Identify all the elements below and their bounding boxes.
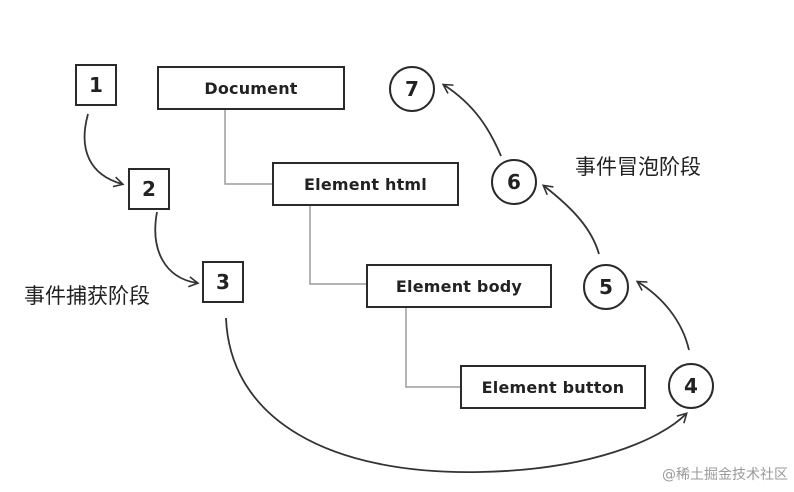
node-element-body: Element body xyxy=(366,264,552,308)
node-label: Element body xyxy=(395,276,523,296)
step-number: 7 xyxy=(405,77,419,101)
capture-phase-label: 事件捕获阶段 xyxy=(24,284,150,308)
step-number: 3 xyxy=(216,270,230,294)
bubble-step-7: 7 xyxy=(389,66,435,112)
bubble-step-5: 5 xyxy=(583,264,629,310)
capture-step-1: 1 xyxy=(75,64,117,106)
node-element-html: Element html xyxy=(272,162,459,206)
watermark: @稀土掘金技术社区 xyxy=(662,467,788,483)
node-label: Element button xyxy=(481,377,625,397)
node-label: Document xyxy=(204,78,298,98)
capture-step-2: 2 xyxy=(128,168,170,210)
arrow-6-to-7 xyxy=(441,83,502,157)
node-element-button: Element button xyxy=(460,365,646,409)
arrow-2-to-3 xyxy=(154,211,200,288)
arrow-4-to-5 xyxy=(635,280,690,351)
step-number: 2 xyxy=(142,177,156,201)
arrow-3-to-4 xyxy=(225,317,688,473)
step-number: 4 xyxy=(684,374,698,398)
capture-step-3: 3 xyxy=(202,261,244,303)
tree-line-html-body xyxy=(309,206,366,285)
arrow-1-to-2 xyxy=(83,113,125,188)
tree-line-document-html xyxy=(224,110,272,185)
bubble-step-6: 6 xyxy=(491,159,537,205)
node-document: Document xyxy=(157,66,345,110)
tree-line-body-button xyxy=(405,308,460,388)
arrow-5-to-6 xyxy=(541,184,600,255)
step-number: 6 xyxy=(507,170,521,194)
bubble-phase-label: 事件冒泡阶段 xyxy=(575,155,701,179)
node-label: Element html xyxy=(304,174,427,194)
step-number: 5 xyxy=(599,275,613,299)
bubble-step-4: 4 xyxy=(668,363,714,409)
step-number: 1 xyxy=(89,73,103,97)
